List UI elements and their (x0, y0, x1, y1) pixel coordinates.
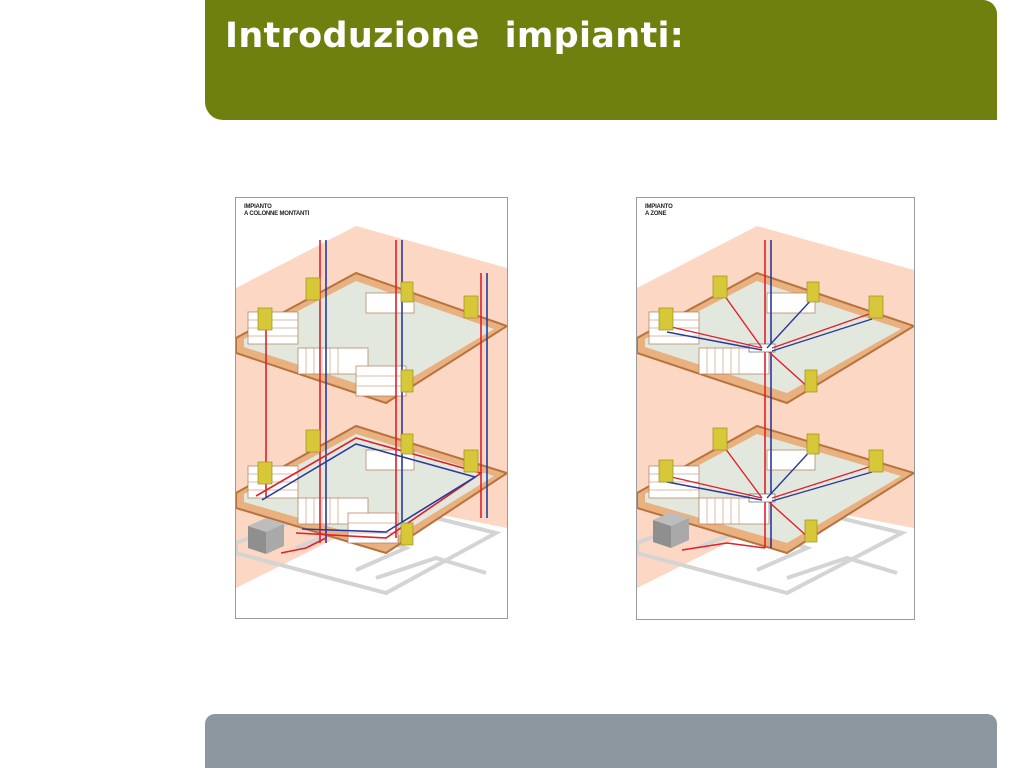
figure-label: IMPIANTO A COLONNE MONTANTI (244, 204, 309, 218)
boiler (653, 512, 689, 548)
radiators (257, 277, 479, 546)
zone-pipes (666, 287, 873, 551)
figure-riser-system: IMPIANTO A COLONNE MONTANTI (235, 197, 508, 619)
figure-label-line2: A ZONE (645, 211, 667, 217)
zone-system-illustration (637, 226, 914, 596)
footer-bar (205, 714, 997, 768)
figure-label-line1: IMPIANTO (645, 204, 673, 210)
figure-label: IMPIANTO A ZONE (645, 204, 673, 218)
boiler (248, 518, 284, 554)
figure-label-line1: IMPIANTO (244, 204, 272, 210)
figure-zone-system: IMPIANTO A ZONE (636, 197, 915, 620)
title-bar: Introduzione impianti: (205, 0, 997, 120)
figure-label-line2: A COLONNE MONTANTI (244, 211, 310, 217)
slide-title: Introduzione impianti: (225, 16, 685, 56)
upper-floor (236, 271, 507, 405)
radiators (658, 275, 884, 543)
riser-system-illustration (236, 226, 507, 596)
distribution-pipes (255, 437, 483, 554)
